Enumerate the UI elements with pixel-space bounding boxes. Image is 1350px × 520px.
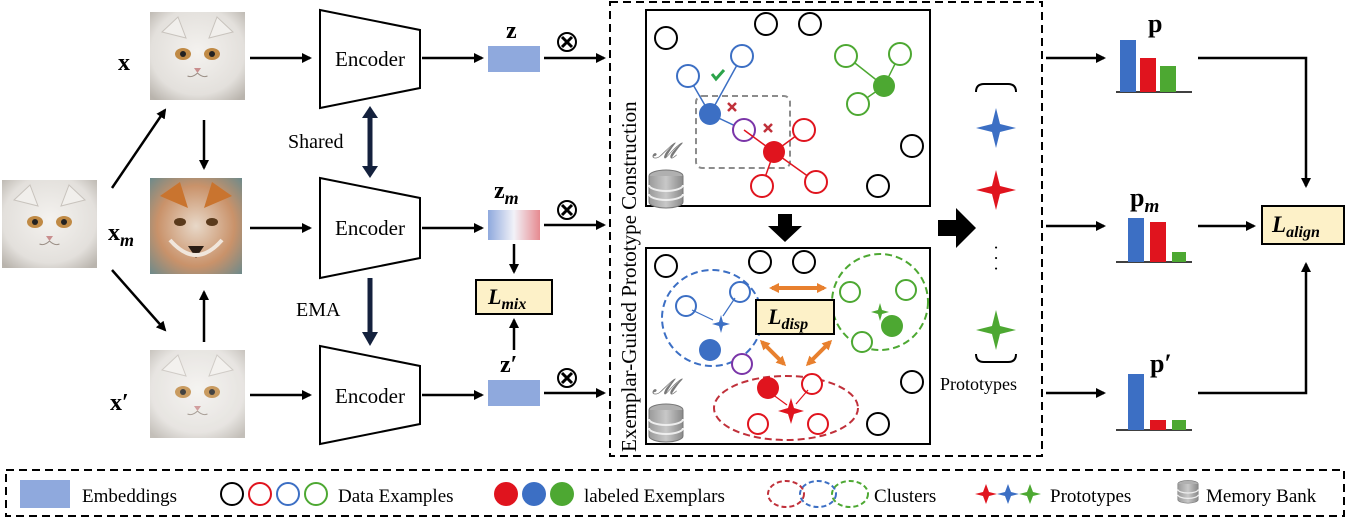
label-pm: pm — [1130, 183, 1159, 217]
svg-text:Encoder: Encoder — [335, 384, 405, 408]
label-pprime: p′ — [1150, 349, 1172, 378]
multiply-icon-bottom — [557, 368, 577, 388]
distribution-p — [1116, 40, 1192, 93]
distribution-pprime — [1116, 374, 1192, 431]
svg-text:Clusters: Clusters — [874, 486, 936, 507]
embedding-z — [488, 46, 540, 72]
multiply-icon-top — [557, 32, 577, 52]
svg-text:Prototypes: Prototypes — [1050, 486, 1131, 507]
arrow-input-to-xprime — [111, 269, 167, 332]
svg-text:labeled Exemplars: labeled Exemplars — [584, 486, 725, 507]
label-x: x — [118, 50, 130, 76]
arrow-down-panel — [768, 214, 802, 242]
svg-text:Encoder: Encoder — [335, 47, 405, 71]
arrow-to-prototypes — [938, 208, 976, 248]
shared-label: Shared — [288, 131, 344, 153]
svg-text:Ldisp: Ldisp — [767, 304, 808, 333]
exemplar-selection-box: 𝓜 — [645, 9, 931, 209]
embedding-zm — [488, 210, 540, 240]
svg-text:Data Examples: Data Examples — [338, 486, 454, 507]
prototype-set: · · · — [975, 83, 1017, 363]
svg-text:Encoder: Encoder — [335, 216, 405, 240]
arrow-p-to-lalign — [1198, 56, 1311, 188]
prototype-construction-panel — [609, 1, 1043, 457]
svg-text:Lmix: Lmix — [487, 284, 526, 313]
encoder-middle: Encoder — [319, 176, 421, 280]
legend-memory-bank: Memory Bank — [1177, 479, 1317, 507]
arrow-input-to-x — [110, 108, 167, 189]
image-x — [149, 11, 246, 101]
distribution-pm — [1116, 218, 1192, 263]
multiply-icon-middle — [557, 200, 577, 220]
label-zm: zm — [494, 178, 519, 208]
ema-connector — [362, 278, 378, 346]
encoder-top: Encoder — [319, 8, 421, 110]
arrow-pprime-to-lalign — [1198, 262, 1311, 395]
legend-prototypes: Prototypes — [975, 484, 1131, 507]
legend-box — [5, 469, 1345, 517]
legend-clusters: Clusters — [767, 480, 936, 508]
encoder-bottom: Encoder — [319, 344, 421, 446]
image-x-mixed — [150, 178, 242, 274]
shared-connector — [362, 106, 378, 178]
svg-text:· · ·: · · · — [986, 245, 1006, 272]
embedding-zprime — [488, 380, 540, 406]
label-xm: xm — [108, 220, 134, 250]
legend-embeddings: Embeddings — [20, 480, 177, 508]
loss-mix-box: Lmix — [475, 279, 553, 315]
loss-align-box: Lalign — [1261, 205, 1345, 245]
legend-labeled-exemplars: labeled Exemplars — [494, 482, 725, 507]
svg-text:Lalign: Lalign — [1271, 212, 1320, 241]
label-z: z — [506, 18, 517, 44]
prototype-dispersion-box: Ldisp 𝓜 — [645, 247, 931, 445]
prototypes-label: Prototypes — [940, 374, 1017, 394]
label-xprime: x′ — [110, 390, 129, 416]
svg-text:Memory Bank: Memory Bank — [1206, 486, 1317, 507]
panel-vertical-title: Exemplar-Guided Prototype Construction — [617, 101, 641, 452]
label-zprime: z′ — [500, 352, 517, 378]
svg-text:Embeddings: Embeddings — [82, 486, 177, 507]
legend-data-examples: Data Examples — [220, 482, 454, 507]
ema-label: EMA — [296, 299, 341, 321]
label-p: p — [1148, 9, 1162, 38]
input-image-original — [1, 179, 98, 269]
image-x-augmented — [149, 349, 246, 439]
